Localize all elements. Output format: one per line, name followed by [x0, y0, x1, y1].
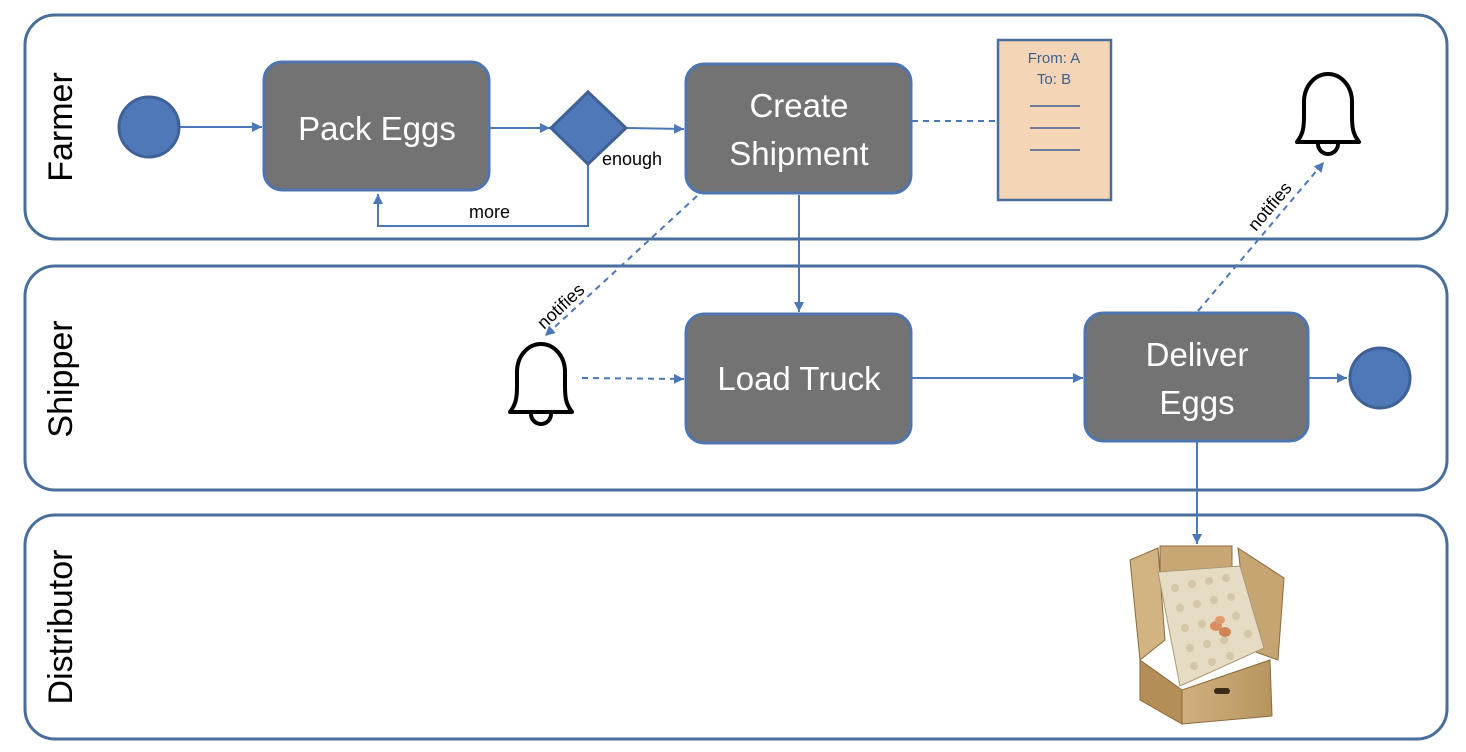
task-pack-eggs-label: Pack Eggs	[298, 110, 456, 147]
task-deliver-eggs-label-line1: Deliver	[1146, 336, 1249, 373]
egg-box-image	[1129, 545, 1285, 725]
gateway-label-more: more	[469, 202, 510, 222]
document-from: From: A	[1028, 50, 1081, 67]
task-deliver-eggs[interactable]: Deliver Eggs	[1083, 311, 1310, 443]
lane-label-distributor: Distributor	[42, 550, 80, 705]
end-event	[1348, 346, 1412, 410]
flow-gateway-more	[373, 164, 589, 227]
bell-icon	[1295, 72, 1361, 156]
flow-gateway-enough	[625, 123, 685, 134]
shipment-document: From: A To: B	[996, 38, 1113, 202]
exclusive-gateway	[548, 89, 629, 167]
lane-label-farmer: Farmer	[42, 72, 80, 182]
gateway-label-enough: enough	[602, 149, 662, 169]
bell-icon	[508, 342, 574, 426]
task-create-shipment-label-line2: Shipment	[729, 135, 868, 172]
task-load-truck[interactable]: Load Truck	[684, 312, 913, 445]
task-create-shipment[interactable]: Create Shipment	[684, 62, 913, 195]
lane-label-shipper: Shipper	[42, 320, 80, 437]
task-load-truck-label: Load Truck	[717, 360, 881, 397]
start-event	[117, 95, 181, 159]
task-deliver-eggs-label-line2: Eggs	[1159, 384, 1234, 421]
task-pack-eggs[interactable]: Pack Eggs	[262, 60, 491, 192]
task-create-shipment-label-line1: Create	[749, 87, 848, 124]
message-create-to-bell	[544, 195, 698, 337]
document-to: To: B	[1037, 71, 1071, 88]
lane-distributor: Distributor	[23, 513, 1449, 741]
